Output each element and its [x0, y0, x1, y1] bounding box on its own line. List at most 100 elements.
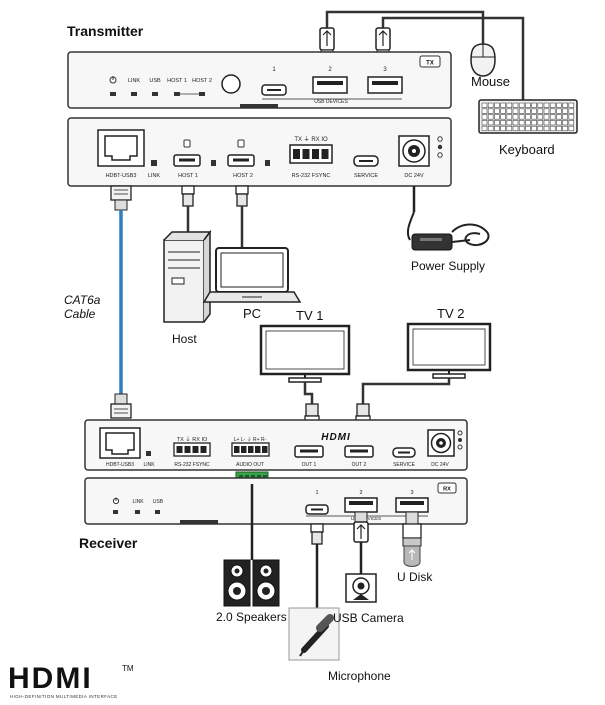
keyboard-key	[537, 108, 544, 114]
keyboard-key	[512, 108, 519, 114]
keyboard-key	[512, 125, 519, 132]
cat6a-cable	[110, 185, 132, 419]
keyboard-key	[481, 120, 488, 126]
keyboard-key	[512, 114, 519, 120]
keyboard-key	[531, 102, 537, 108]
led-usb	[152, 92, 158, 96]
keyboard-key	[525, 125, 531, 132]
port-number: 3	[410, 490, 413, 496]
led-label-usb: USB	[149, 78, 161, 84]
microphone-label: Microphone	[328, 669, 391, 683]
keyboard-key	[494, 114, 500, 120]
trademark-mark: TM	[122, 664, 134, 673]
power-supply-label: Power Supply	[411, 259, 485, 273]
keyboard-key	[506, 102, 513, 108]
rx-badge: RX	[443, 487, 451, 493]
keyboard-key	[500, 114, 506, 120]
keyboard-key	[506, 120, 513, 126]
cable-label-line2: Cable	[64, 307, 96, 321]
hdbt-label: HDBT-USB3	[106, 462, 134, 468]
port-number: 3	[383, 67, 387, 73]
keyboard-key	[487, 102, 494, 108]
cable-label-line1: CAT6a	[64, 293, 101, 307]
keyboard-key	[549, 114, 556, 120]
host-select-button[interactable]	[221, 74, 241, 94]
keyboard-key	[506, 125, 513, 132]
keyboard-key	[487, 120, 494, 126]
tv2-icon	[406, 322, 492, 379]
keyboard-key	[556, 102, 562, 108]
hdmi-wordmark: HDMI	[8, 662, 93, 695]
keyboard-key	[568, 125, 575, 132]
led-label-usb: USB	[153, 499, 164, 505]
usb-host-cables	[325, 10, 525, 100]
keyboard-key	[487, 108, 494, 114]
rs232-pin-labels: TX ⏚ RX IO	[294, 136, 328, 143]
keyboard-key	[506, 114, 513, 120]
led-label-host2: HOST 2	[192, 78, 212, 84]
service-label: SERVICE	[354, 173, 378, 179]
hdbt-label: HDBT-USB3	[106, 173, 137, 179]
keyboard-key	[562, 114, 568, 120]
led-label-host1: HOST 1	[167, 78, 187, 84]
keyboard-key	[562, 125, 568, 132]
keyboard-key	[549, 102, 556, 108]
out1-label: OUT 1	[302, 462, 317, 468]
keyboard-key	[537, 114, 544, 120]
keyboard-key	[481, 108, 488, 114]
host1-label: HOST 1	[178, 173, 198, 179]
port-number: 2	[328, 67, 332, 73]
usb-camera-icon	[345, 573, 377, 603]
keyboard-key	[562, 102, 568, 108]
port-number: 1	[315, 490, 318, 496]
tv2-label: TV 2	[437, 306, 464, 321]
rs232-label: RS-232 FSYNC	[292, 173, 331, 179]
host-computer-icon	[163, 229, 212, 323]
rx-rear-panel: HDBT-USB3 LINK TX ⏚ RX IO RS-232 FSYNC L…	[84, 419, 468, 471]
keyboard-key	[512, 102, 519, 108]
keyboard-key	[537, 120, 544, 126]
audio-out-label: AUDIO OUT	[236, 462, 264, 468]
keyboard-key	[494, 120, 500, 126]
keyboard-key	[531, 114, 537, 120]
keyboard-key	[537, 102, 544, 108]
laptop-icon	[202, 247, 302, 303]
keyboard-key	[481, 102, 488, 108]
keyboard-key	[556, 114, 562, 120]
keyboard-label: Keyboard	[499, 142, 555, 157]
keyboard-key	[525, 102, 531, 108]
usb-plug-icon	[353, 511, 369, 543]
keyboard-key	[568, 114, 575, 120]
rx-front-panel: RX LINK USB 1 2 3 USB DEVICES	[84, 477, 468, 525]
keyboard-key	[531, 120, 537, 126]
tv1-icon	[259, 324, 351, 383]
link-label: LINK	[148, 173, 161, 179]
mouse-icon	[470, 43, 496, 77]
led-link	[131, 92, 137, 96]
rx-hdmi-logo: HDMI	[321, 432, 351, 443]
usb-c-plug	[310, 523, 324, 545]
keyboard-key	[518, 102, 525, 108]
keyboard-key	[543, 102, 550, 108]
dc-label: DC 24V	[431, 462, 449, 468]
port-number: 2	[359, 490, 362, 496]
keyboard-key	[531, 108, 537, 114]
out2-label: OUT 2	[352, 462, 367, 468]
host-label: Host	[172, 332, 197, 346]
keyboard-key	[494, 108, 500, 114]
keyboard-key	[556, 108, 562, 114]
pc-label: PC	[243, 306, 261, 321]
keyboard-key	[500, 108, 506, 114]
rs232-pin-labels: TX ⏚ RX IO	[177, 436, 208, 443]
keyboard-key	[568, 108, 575, 114]
audio-pin-labels: L+ L- ⏚ R+ R-	[234, 436, 267, 443]
keyboard-key	[518, 114, 525, 120]
keyboard-key	[568, 102, 575, 108]
led-host2	[199, 92, 205, 96]
led-usb	[155, 510, 160, 514]
keyboard-key	[543, 114, 550, 120]
keyboard-key	[543, 125, 550, 132]
keyboard-key	[549, 108, 556, 114]
tv1-label: TV 1	[296, 308, 323, 323]
